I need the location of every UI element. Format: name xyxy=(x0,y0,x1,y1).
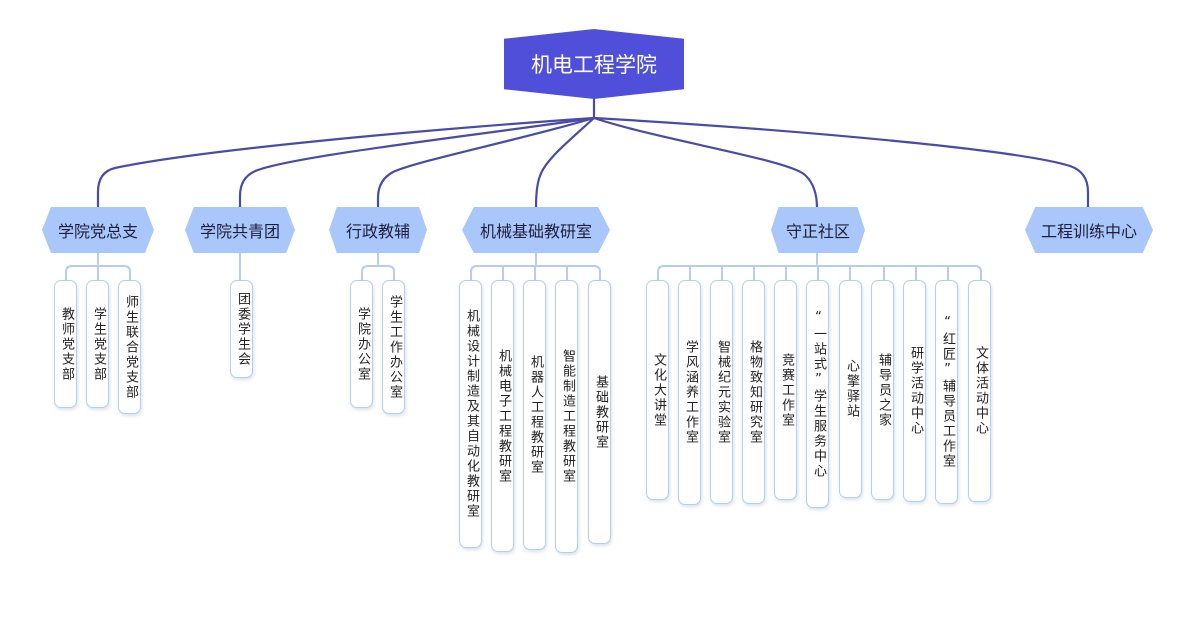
leaf-node[interactable]: 基础教研室 xyxy=(588,280,611,544)
leaf-node[interactable]: “红匠”辅导员工作室 xyxy=(935,280,958,504)
connector-root-group-3 xyxy=(534,116,596,210)
group-node-2[interactable]: 行政教辅 xyxy=(329,207,427,253)
leaf-node[interactable]: 智能制造工程教研室 xyxy=(555,280,578,553)
connector-root-group-1 xyxy=(238,116,596,210)
connector-root-group-0 xyxy=(96,116,596,210)
leaf-node[interactable]: 学生工作办公室 xyxy=(382,280,405,414)
leaf-node[interactable]: 辅导员之家 xyxy=(871,280,894,500)
leaf-node[interactable]: 教师党支部 xyxy=(54,280,77,408)
leaf-node[interactable]: 竞赛工作室 xyxy=(774,280,797,500)
leaf-node[interactable]: “一站式”学生服务中心 xyxy=(806,280,829,508)
leaf-node[interactable]: 学风涵养工作室 xyxy=(678,280,701,505)
group-node-label: 学院党总支 xyxy=(57,222,138,241)
group-node-label: 守正社区 xyxy=(785,222,850,241)
leaf-node[interactable]: 研学活动中心 xyxy=(903,280,926,502)
leaf-node[interactable]: 师生联合党支部 xyxy=(118,280,141,414)
connector-root-group-4 xyxy=(592,116,819,210)
group-node-1[interactable]: 学院共青团 xyxy=(185,207,295,253)
leaf-node[interactable]: 文体活动中心 xyxy=(968,280,991,502)
group-node-4[interactable]: 守正社区 xyxy=(771,207,865,253)
leaf-node[interactable]: 学生党支部 xyxy=(86,280,109,408)
group-node-label: 行政教辅 xyxy=(345,222,410,241)
group-node-label: 机械基础教研室 xyxy=(479,222,592,241)
connector-root-group-5 xyxy=(592,116,1090,210)
leaf-node[interactable]: 机械电子工程教研室 xyxy=(491,280,514,552)
connector-group-3-bus xyxy=(470,252,601,281)
leaf-node[interactable]: 智械纪元实验室 xyxy=(710,280,733,504)
group-node-label: 工程训练中心 xyxy=(1040,222,1137,241)
group-node-3[interactable]: 机械基础教研室 xyxy=(462,207,610,253)
connector-group-0-bus xyxy=(65,252,131,281)
group-node-0[interactable]: 学院党总支 xyxy=(42,207,154,253)
leaf-node[interactable]: 团委学生会 xyxy=(230,280,253,378)
leaf-node[interactable]: 机械设计制造及其自动化教研室 xyxy=(459,280,482,548)
connector-root-group-2 xyxy=(376,116,596,210)
leaf-node[interactable]: 学院办公室 xyxy=(350,280,373,408)
leaf-node[interactable]: 机器人工程教研室 xyxy=(523,280,546,550)
group-node-5[interactable]: 工程训练中心 xyxy=(1025,207,1153,253)
leaf-node[interactable]: 格物致知研究室 xyxy=(742,280,765,504)
connector-group-4-bus xyxy=(657,252,982,281)
leaf-node[interactable]: 文化大讲堂 xyxy=(646,280,669,500)
group-node-label: 学院共青团 xyxy=(199,222,280,241)
leaf-node[interactable]: 心擎驿站 xyxy=(839,280,862,498)
connector-group-2-bus xyxy=(361,252,395,281)
root-node[interactable]: 机电工程学院 xyxy=(504,29,684,99)
root-node-label: 机电工程学院 xyxy=(531,53,657,77)
